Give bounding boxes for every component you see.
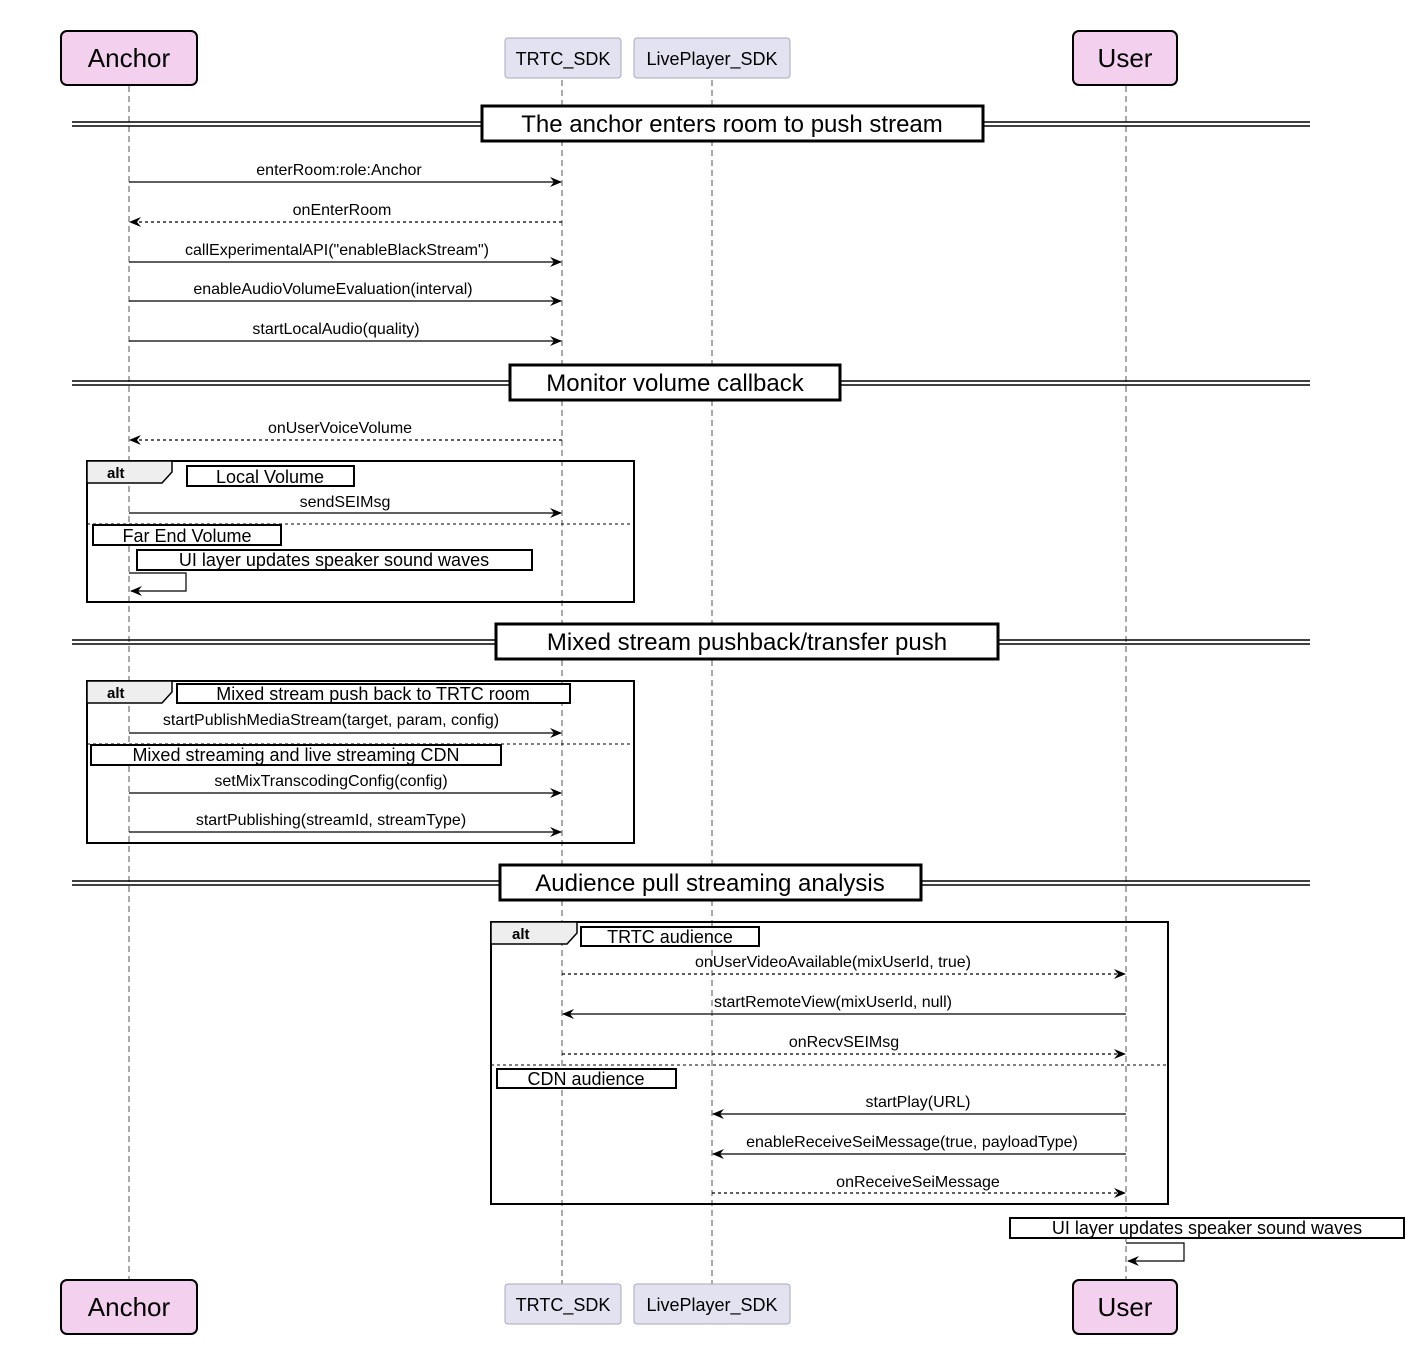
- alt-keyword: alt: [107, 685, 125, 702]
- divider-mixed-stream: Mixed stream pushback/transfer push: [72, 622, 1310, 661]
- message-set-mix-transcoding: setMixTranscodingConfig(config): [129, 773, 562, 798]
- participant-user-bottom: User: [1072, 1279, 1178, 1335]
- message-label: startPlay(URL): [866, 1094, 971, 1111]
- self-message-user-sound-waves: UI layer updates speaker sound waves: [1009, 1217, 1405, 1266]
- participant-label: TRTC_SDK: [516, 49, 611, 70]
- message-start-remote-view: startRemoteView(mixUserId, null): [562, 994, 1126, 1019]
- message-label: setMixTranscodingConfig(config): [214, 773, 447, 790]
- message-enable-audio-volume: enableAudioVolumeEvaluation(interval): [129, 281, 562, 306]
- message-send-sei-msg: sendSEIMsg: [129, 494, 562, 518]
- message-on-receive-sei-message: onReceiveSeiMessage: [712, 1174, 1126, 1198]
- participant-player-top: LivePlayer_SDK: [633, 37, 791, 79]
- message-enable-receive-sei: enableReceiveSeiMessage(true, payloadTyp…: [712, 1134, 1126, 1159]
- message-label: enterRoom:role:Anchor: [256, 162, 422, 179]
- participant-label: LivePlayer_SDK: [646, 1295, 777, 1316]
- participant-label: Anchor: [88, 1292, 171, 1322]
- message-label: onUserVoiceVolume: [268, 420, 412, 437]
- divider-audience-pull: Audience pull streaming analysis: [72, 863, 1310, 902]
- message-on-recv-sei-msg: onRecvSEIMsg: [562, 1034, 1126, 1059]
- message-label: callExperimentalAPI("enableBlackStream"): [185, 242, 489, 259]
- message-label: enableReceiveSeiMessage(true, payloadTyp…: [746, 1134, 1078, 1151]
- alt-guard: Mixed stream push back to TRTC room: [216, 684, 529, 704]
- message-label: startLocalAudio(quality): [252, 321, 419, 338]
- divider-label: Audience pull streaming analysis: [535, 870, 885, 897]
- message-start-play: startPlay(URL): [712, 1094, 1126, 1119]
- participant-label: TRTC_SDK: [516, 1295, 611, 1316]
- message-label: enableAudioVolumeEvaluation(interval): [193, 281, 472, 298]
- participant-trtc-top: TRTC_SDK: [504, 37, 622, 79]
- message-label: onEnterRoom: [293, 202, 392, 219]
- participant-label: User: [1098, 43, 1153, 73]
- alt-guard: Far End Volume: [122, 526, 251, 546]
- message-label: onReceiveSeiMessage: [836, 1174, 1000, 1191]
- participant-label: User: [1098, 1292, 1153, 1322]
- alt-guard: Mixed streaming and live streaming CDN: [132, 745, 459, 765]
- participant-trtc-bottom: TRTC_SDK: [504, 1283, 622, 1325]
- message-call-experimental-api: callExperimentalAPI("enableBlackStream"): [129, 242, 562, 267]
- message-label: startPublishing(streamId, streamType): [196, 812, 466, 829]
- alt-guard: TRTC audience: [607, 927, 733, 947]
- divider-label: Monitor volume callback: [546, 370, 804, 397]
- message-start-publish-media-stream: startPublishMediaStream(target, param, c…: [129, 712, 562, 738]
- message-start-local-audio: startLocalAudio(quality): [129, 321, 562, 346]
- message-on-user-video-available: onUserVideoAvailable(mixUserId, true): [562, 954, 1126, 979]
- participant-anchor-top: Anchor: [60, 30, 198, 86]
- message-start-publishing: startPublishing(streamId, streamType): [129, 812, 562, 837]
- alt-block-mixed-stream: alt Mixed stream push back to TRTC room …: [86, 680, 635, 844]
- divider-label: Mixed stream pushback/transfer push: [547, 629, 947, 656]
- message-label: onRecvSEIMsg: [789, 1034, 899, 1051]
- participant-user-top: User: [1072, 30, 1178, 86]
- message-enter-room: enterRoom:role:Anchor: [129, 162, 562, 187]
- message-on-enter-room: onEnterRoom: [129, 202, 562, 227]
- alt-keyword: alt: [107, 465, 125, 482]
- self-message-label: UI layer updates speaker sound waves: [179, 550, 489, 570]
- participant-player-bottom: LivePlayer_SDK: [633, 1283, 791, 1325]
- participant-anchor-bottom: Anchor: [60, 1279, 198, 1335]
- alt-block-volume: alt Local Volume Far End Volume: [86, 460, 635, 603]
- self-message-label: UI layer updates speaker sound waves: [1052, 1218, 1362, 1238]
- message-label: startRemoteView(mixUserId, null): [714, 994, 952, 1011]
- message-label: startPublishMediaStream(target, param, c…: [163, 712, 499, 729]
- alt-guard: CDN audience: [527, 1069, 644, 1089]
- participant-label: LivePlayer_SDK: [646, 49, 777, 70]
- divider-label: The anchor enters room to push stream: [521, 111, 943, 138]
- self-message-anchor-sound-waves: UI layer updates speaker sound waves: [129, 549, 533, 596]
- alt-block-audience: alt TRTC audience CDN audience: [490, 921, 1169, 1205]
- alt-guard: Local Volume: [216, 467, 324, 487]
- divider-monitor-volume: Monitor volume callback: [72, 363, 1310, 402]
- message-label: onUserVideoAvailable(mixUserId, true): [695, 954, 971, 971]
- message-on-user-voice-volume: onUserVoiceVolume: [129, 420, 562, 445]
- participant-label: Anchor: [88, 43, 171, 73]
- divider-enter-room: The anchor enters room to push stream: [72, 104, 1310, 143]
- message-label: sendSEIMsg: [300, 494, 391, 511]
- alt-keyword: alt: [512, 926, 530, 943]
